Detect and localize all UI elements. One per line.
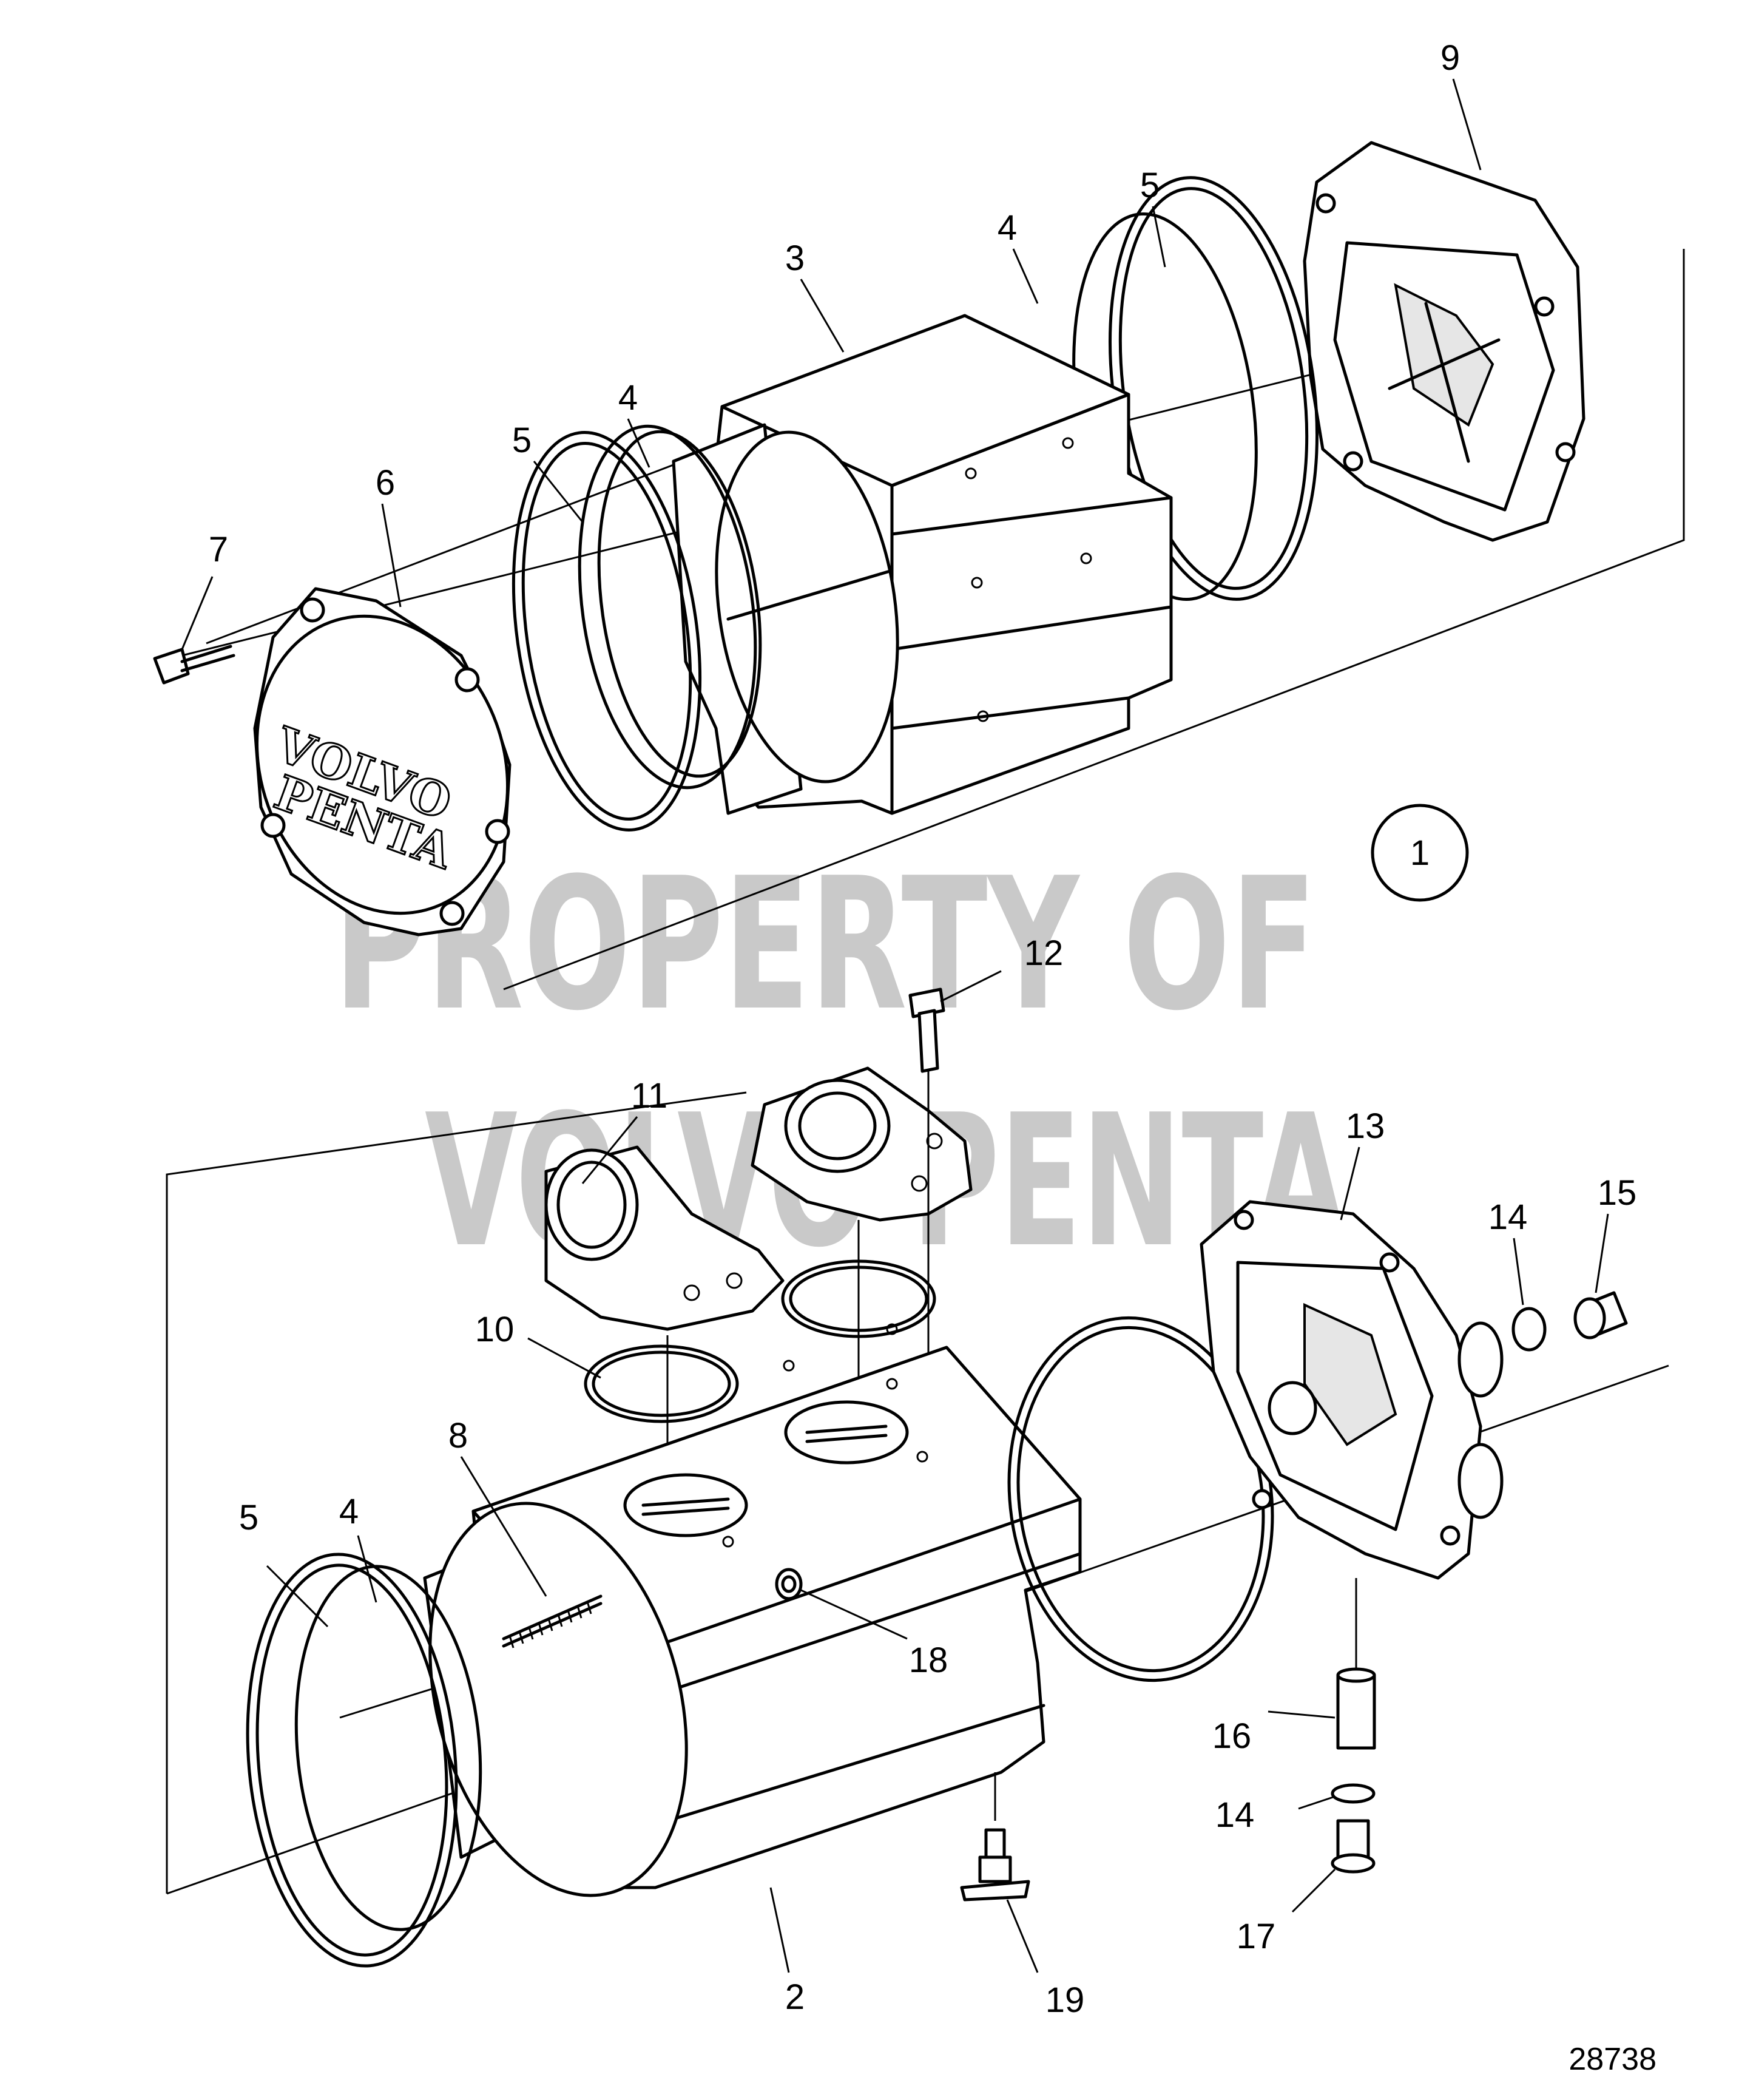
sleeve <box>1336 1667 1376 1750</box>
end-cover-rear <box>1303 141 1585 542</box>
callout-4: 4 <box>618 378 638 418</box>
callout-14: 14 <box>1488 1197 1528 1237</box>
callout-1: 1 <box>1410 833 1430 873</box>
callout-1-circle <box>1371 804 1469 902</box>
o-ring-elbow-left <box>584 1344 739 1423</box>
callout-15: 15 <box>1598 1173 1637 1213</box>
seal-ring-front <box>578 424 762 790</box>
cooler-housing-lower <box>423 1323 1082 1897</box>
upper-assembly-frame <box>503 249 1685 991</box>
callout-8: 8 <box>448 1416 468 1455</box>
callout-5: 5 <box>512 421 532 460</box>
callout-9: 9 <box>1440 38 1460 78</box>
callout-4: 4 <box>339 1492 359 1531</box>
plug-end <box>1573 1291 1628 1340</box>
callout-5: 5 <box>239 1498 258 1537</box>
elbow-connection-right <box>751 1066 973 1222</box>
screw-front-cover <box>153 645 235 685</box>
drawing-reference-number: 28738 <box>1569 2042 1656 2077</box>
end-cover-lower <box>1200 1200 1504 1580</box>
callout-19: 19 <box>1045 1980 1085 2020</box>
front-cover: VOLVO PENTA <box>253 587 512 937</box>
callout-16: 16 <box>1212 1716 1252 1756</box>
plug-drain <box>1331 1819 1376 1874</box>
washer-upper <box>1511 1307 1547 1352</box>
o-ring-front-large <box>512 431 702 832</box>
leader-lines <box>181 78 1609 1973</box>
callout-10: 10 <box>475 1310 515 1349</box>
drain-cock <box>960 1772 1030 1902</box>
lower-assembly-frame <box>166 1091 747 1894</box>
callout-5: 5 <box>1140 166 1160 205</box>
watermark: PROPERTY OF VOLVO PENTA <box>334 839 1348 1287</box>
cooler-housing-upper <box>672 314 1173 815</box>
washer-lower <box>1331 1783 1376 1804</box>
callout-13: 13 <box>1346 1106 1385 1146</box>
callout-3: 3 <box>785 239 805 278</box>
o-ring-lower-large <box>246 1553 458 1968</box>
callout-17: 17 <box>1237 1917 1276 1956</box>
elbow-connection-left <box>544 1145 785 1331</box>
callout-labels: 9 5 4 3 4 5 6 7 1 12 11 13 15 14 10 8 5 … <box>209 38 1636 2020</box>
callout-2: 2 <box>785 1977 805 2017</box>
callout-11: 11 <box>631 1076 667 1116</box>
callout-18: 18 <box>909 1641 948 1680</box>
upper-assembly-axis-top <box>206 436 747 645</box>
plug-side <box>775 1568 803 1600</box>
callout-12: 12 <box>1024 933 1064 973</box>
callout-6: 6 <box>376 463 395 503</box>
callout-14: 14 <box>1215 1795 1255 1835</box>
callout-4: 4 <box>998 208 1017 248</box>
spring-rod <box>502 1594 603 1648</box>
bolt-top <box>908 987 945 1073</box>
callout-7: 7 <box>209 530 228 569</box>
